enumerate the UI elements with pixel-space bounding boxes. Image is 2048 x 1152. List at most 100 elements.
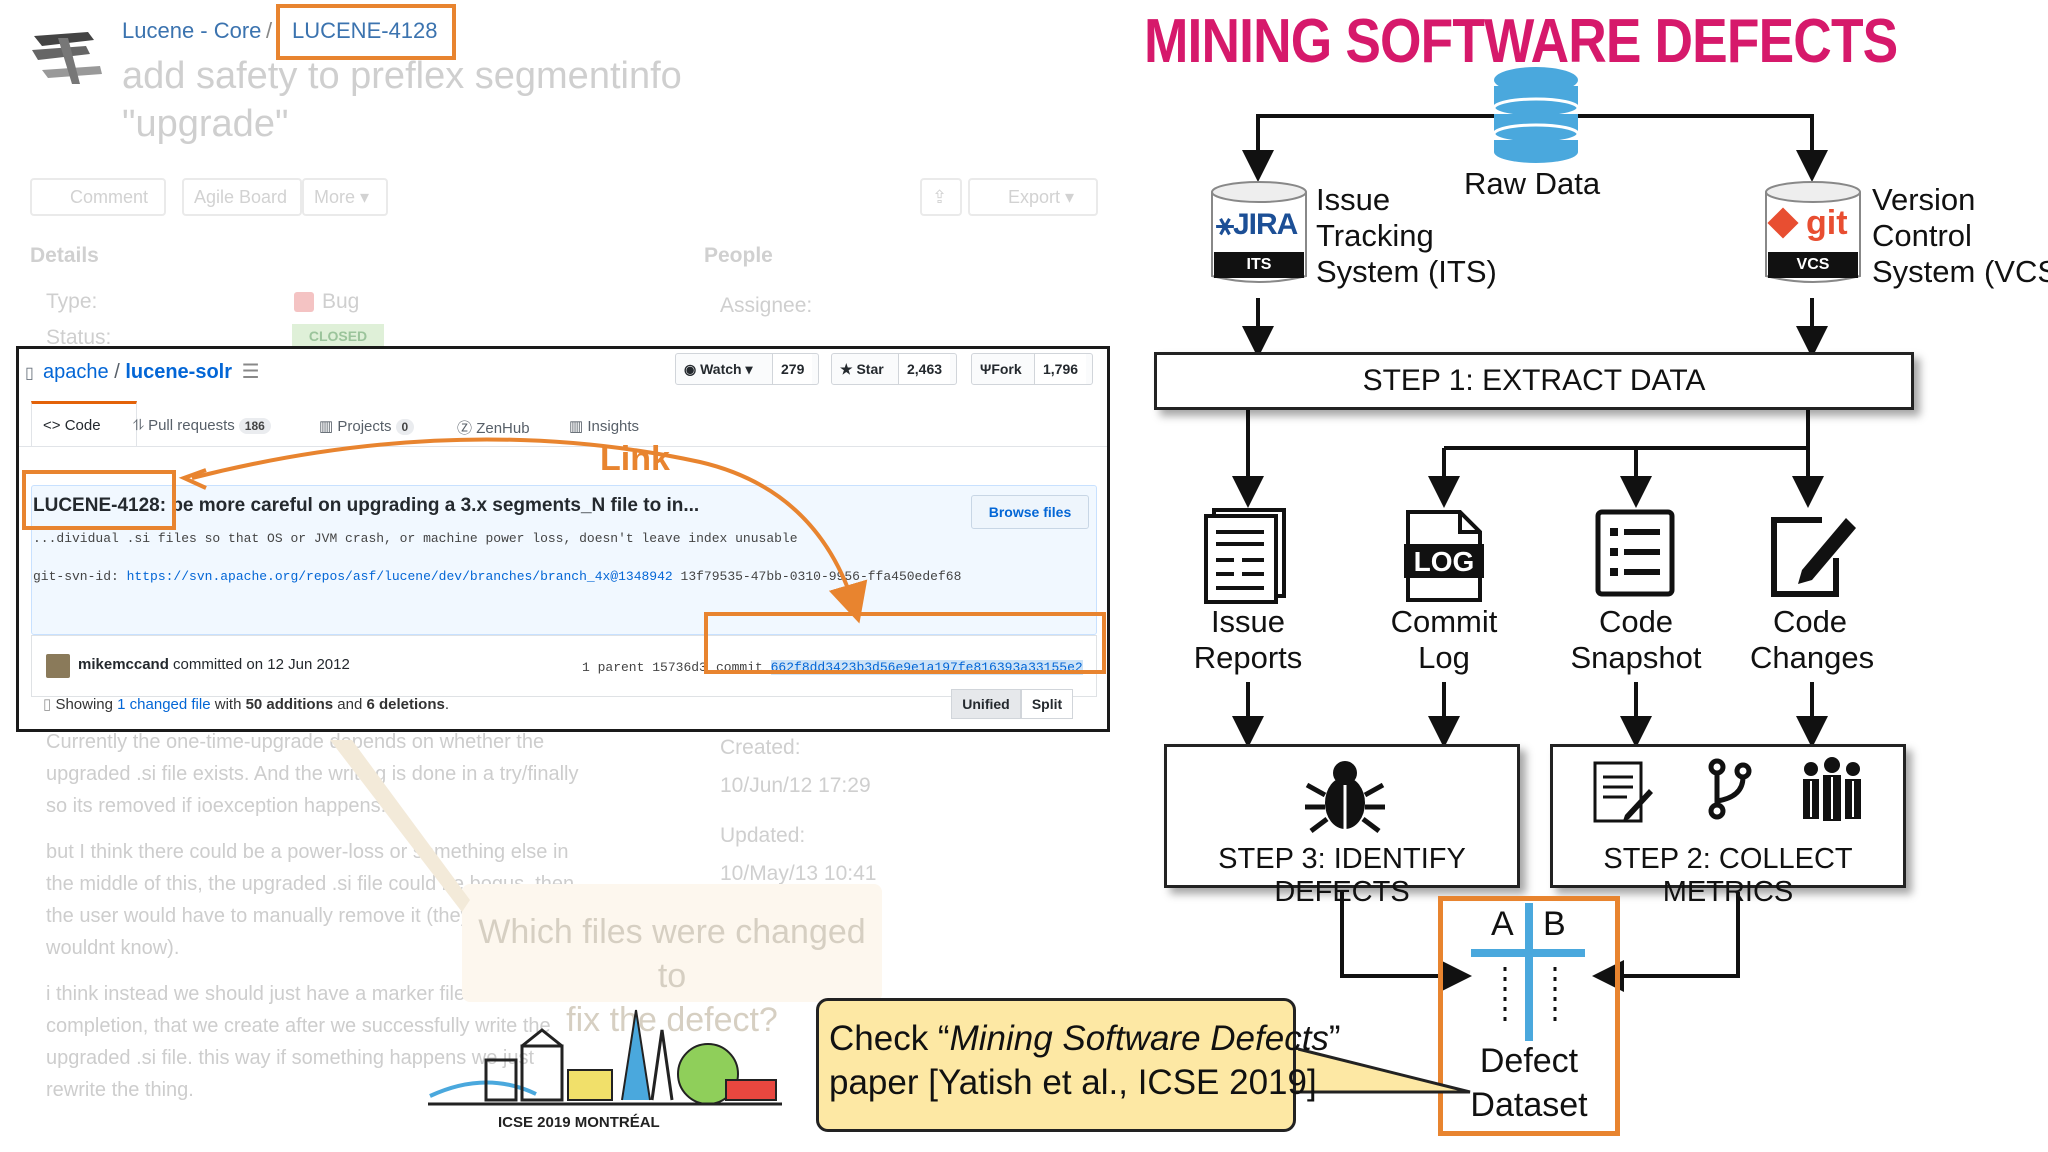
svn-url-link[interactable]: https://svn.apache.org/repos/asf/lucene/… [126, 569, 673, 584]
repo-owner-link[interactable]: apache [43, 361, 109, 383]
step2-label: STEP 2: COLLECT METRICS [1603, 843, 1853, 908]
callout-line-1: Check “Mining Software Defects” [829, 1019, 1341, 1058]
status-badge: CLOSED [292, 324, 384, 348]
export-button[interactable]: Export ▾ [968, 178, 1098, 216]
repo-path-separator: / [114, 361, 120, 383]
type-label: Type: [46, 290, 98, 313]
commit-sha-highlight [704, 612, 1106, 674]
tab-code-active-indicator [31, 401, 137, 447]
vcs-cylinder-icon [1765, 181, 1861, 283]
tab-insights[interactable]: ▥ Insights [569, 418, 640, 435]
jira-logo: ⚹JIRA [1216, 208, 1298, 241]
jira-logo-text: JIRA [1233, 208, 1298, 241]
tab-zenhub[interactable]: Ⓩ ZenHub [457, 420, 530, 437]
commit-summary-box [31, 485, 1097, 635]
callout-line-2: paper [Yatish et al., ICSE 2019] [829, 1063, 1317, 1102]
watch-count[interactable]: 279 [772, 354, 813, 384]
breadcrumb-project[interactable]: Lucene - Core [122, 18, 262, 43]
paper-title: Mining Software Defects [949, 1019, 1329, 1058]
parent-sha-link[interactable]: 15736d3 [652, 660, 707, 675]
details-heading: Details [30, 244, 99, 267]
question-line-1: Which files were changed to [478, 913, 866, 995]
vcs-label: Version Control System (VCS) [1872, 182, 2048, 289]
commit-body: ...dividual .si files so that OS or JVM … [33, 531, 798, 546]
commit-title: LUCENE-4128: be more careful on upgradin… [33, 495, 699, 517]
question-bubble: Which files were changed to fix the defe… [462, 884, 882, 1039]
parent-info: 1 parent 15736d3 [582, 660, 707, 675]
tab-divider [19, 446, 1107, 447]
unified-view-button[interactable]: Unified [951, 689, 1021, 719]
column-b-label: B [1543, 905, 1566, 943]
log-icon-text: LOG [1413, 546, 1475, 577]
dataset-table-icon [1471, 903, 1585, 1041]
fork-count[interactable]: 1,796 [1034, 354, 1087, 384]
author-avatar[interactable] [46, 654, 70, 678]
watch-button[interactable]: ◉ Watch ▾279 [675, 353, 819, 385]
commit-log-icon: LOG [1404, 508, 1484, 604]
changed-files-link[interactable]: 1 changed file [117, 696, 211, 713]
log-file-icon [1404, 510, 1484, 602]
commit-issue-key[interactable]: LUCENE-4128 [33, 495, 160, 516]
issue-reports-icon [1204, 508, 1286, 604]
zenhub-icon: Ⓩ [457, 420, 473, 437]
insights-icon: ▥ [569, 418, 584, 435]
share-button[interactable]: ⇪ [920, 178, 962, 216]
bug-icon [1305, 761, 1385, 833]
eye-icon: ◉ [684, 361, 697, 377]
its-label: Issue Tracking System (ITS) [1316, 182, 1497, 289]
issue-title: add safety to preflex segmentinfo "upgra… [122, 52, 742, 148]
author-link[interactable]: mikemccand [78, 656, 169, 673]
breadcrumb-separator: / [266, 18, 273, 43]
repo-name-link[interactable]: lucene-solr [125, 361, 233, 383]
raw-data-label: Raw Data [1464, 166, 1601, 201]
breadcrumb-issue-key[interactable]: LUCENE-4128 [292, 18, 438, 43]
assignee-label: Assignee: [720, 294, 813, 317]
people-heading: People [704, 244, 773, 267]
paper-callout: Check “Mining Software Defects” paper [Y… [816, 998, 1341, 1132]
bug-icon [294, 292, 314, 312]
step1-extract-data: STEP 1: EXTRACT DATA [1154, 352, 1914, 410]
step3-label: STEP 3: IDENTIFY DEFECTS [1218, 843, 1466, 908]
git-svn-id: git-svn-id: https://svn.apache.org/repos… [33, 569, 962, 584]
its-badge: ITS [1246, 256, 1272, 273]
tab-code[interactable]: <> Code [43, 417, 101, 434]
diagram-title: MINING SOFTWARE DEFECTS [1144, 7, 1898, 76]
split-view-button[interactable]: Split [1021, 689, 1073, 719]
git-branch-icon [1708, 758, 1752, 820]
browse-files-button[interactable]: Browse files [971, 495, 1089, 529]
code-snapshot-icon [1595, 509, 1675, 597]
more-button[interactable]: More ▾ [302, 178, 388, 216]
database-icon [1492, 67, 1580, 163]
comment-button[interactable]: Comment [30, 178, 166, 216]
icse-2019-logo: ICSE 2019 MONTRÉAL [426, 1000, 786, 1140]
team-icon [1803, 757, 1861, 821]
icse-skyline-icon [428, 1009, 782, 1106]
repo-icon: ▯ [25, 365, 34, 382]
column-a-label: A [1491, 905, 1514, 943]
diff-summary: ▯ Showing 1 changed file with 50 additio… [43, 696, 450, 713]
git-logo: git [1806, 204, 1848, 242]
question-line-2: fix the defect? [566, 1001, 778, 1039]
jira-project-logo-icon [32, 32, 102, 84]
agile-board-button[interactable]: Agile Board [182, 178, 302, 216]
repo-menu-icon[interactable]: ☰ [241, 361, 260, 383]
pull-request-icon: ⥮ [133, 417, 144, 434]
vcs-cylinder: git VCS [1764, 180, 1862, 290]
code-changes-icon [1771, 517, 1856, 597]
created-value: 10/Jun/12 17:29 [720, 774, 871, 797]
icse-label: ICSE 2019 MONTRÉAL [498, 1114, 660, 1131]
updated-label: Updated: [720, 824, 806, 847]
star-count[interactable]: 2,463 [898, 354, 951, 384]
file-icon: ▯ [43, 696, 52, 713]
vcs-badge: VCS [1796, 256, 1830, 273]
